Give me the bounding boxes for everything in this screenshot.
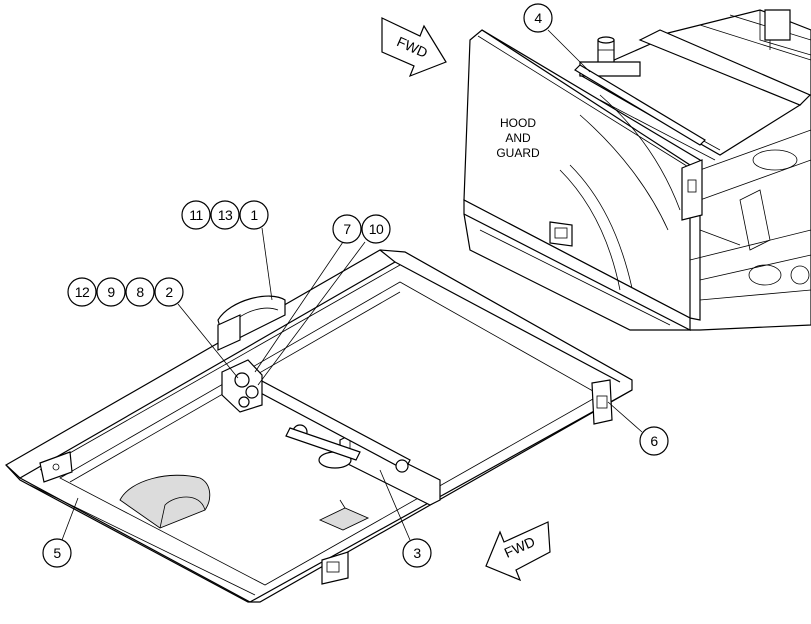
fwd-arrow-bottom: FWD [485,521,551,582]
callout-12-label: 12 [75,284,90,300]
hood-and-guard-assembly: HOOD AND GUARD [463,9,811,331]
callout-5-label: 5 [53,545,61,561]
callout-4: 4 [523,3,553,33]
callout-6-label: 6 [650,433,658,449]
callout-13-label: 13 [218,207,233,223]
callout-11: 11 [181,200,211,230]
callout-6: 6 [639,426,669,456]
hood-label-line-2: AND [505,131,531,145]
callout-10-label: 10 [369,221,384,237]
callout-4-label: 4 [534,10,542,26]
callout-9: 9 [96,277,126,307]
callout-2: 2 [154,277,184,307]
callout-3-label: 3 [413,545,421,561]
callout-7-label: 7 [343,221,351,237]
floor-plate-assembly [5,249,633,603]
callout-9-label: 9 [107,284,115,300]
hood-label-line-1: HOOD [500,116,536,130]
callout-3: 3 [402,538,432,568]
callout-10: 10 [361,214,391,244]
callout-12: 12 [67,277,97,307]
callout-1: 1 [239,200,269,230]
callout-11-label: 11 [189,207,203,223]
callout-13: 13 [210,200,240,230]
callout-5: 5 [42,538,72,568]
callout-8-label: 8 [136,284,144,300]
fwd-arrow-top: FWD [381,17,447,78]
callout-2-label: 2 [165,284,173,300]
callout-8: 8 [125,277,155,307]
leader-lines [61,29,643,541]
callout-7: 7 [332,214,362,244]
hood-label-line-3: GUARD [496,146,540,160]
callout-1-label: 1 [250,207,258,223]
